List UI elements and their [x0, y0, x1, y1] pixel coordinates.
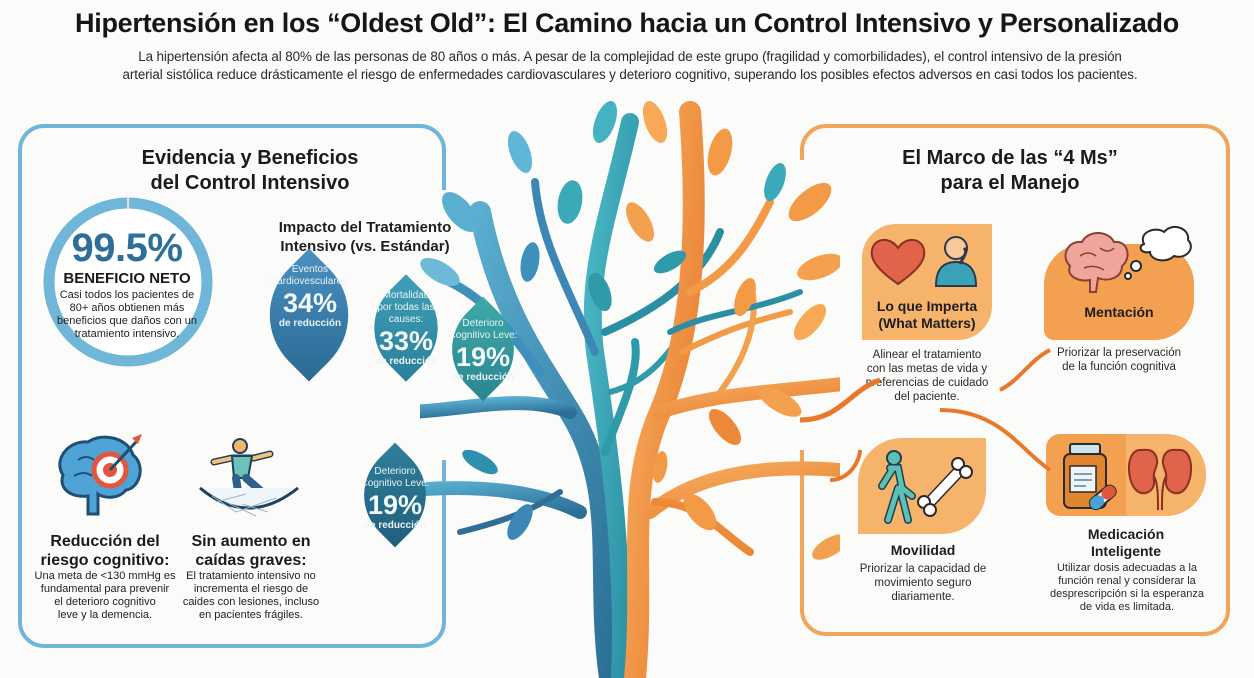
subtitle-line: La hipertensión afecta al 80% de las per…	[138, 49, 1122, 64]
tree-leaves	[420, 101, 840, 560]
leaf	[507, 504, 533, 540]
walking-bone-icon	[878, 450, 973, 524]
title-line: del Control Intensivo	[150, 172, 350, 194]
pill-kidney-icon	[1063, 443, 1192, 511]
right-panel-title: El Marco de las “4 Ms” para el Manejo	[902, 147, 1118, 194]
leaf	[734, 277, 756, 317]
leaf	[793, 303, 827, 341]
medication-title: Medicación Inteligente	[1087, 526, 1165, 559]
impact-title: Impacto del Tratamiento Intensivo (vs. E…	[278, 219, 452, 255]
impact-leaf-cardiovascular: Eventos Cardiovesculares: 34% de reducci…	[269, 264, 351, 329]
leaf	[683, 493, 717, 531]
leaf	[626, 202, 654, 242]
leaf	[557, 180, 583, 224]
title-line: Evidencia y Beneficios	[141, 147, 359, 169]
leaf	[442, 192, 478, 232]
leaf	[812, 534, 840, 560]
what-matters-text: Alinear el tratamiento con las metas de …	[865, 349, 989, 403]
net-benefit-text: Casi todos los pacientes de 80+ años obt…	[56, 289, 198, 340]
subtitle-line: arterial sistólica reduce drásticamente …	[122, 67, 1138, 82]
feature-no-falls: Sin aumento en caídas graves: El tratami…	[182, 533, 320, 621]
leaf	[588, 272, 612, 312]
leaf	[764, 162, 786, 202]
leaf	[797, 253, 840, 281]
mobility-title: Movilidad	[890, 542, 956, 558]
frame-gap	[795, 160, 809, 450]
impact-leaf-mortality: Mortalidad por todas las causes: 33% de …	[374, 290, 438, 367]
leaf	[707, 128, 733, 176]
brain-target-icon	[58, 434, 142, 516]
person-safety-net-icon	[199, 438, 299, 517]
leaf	[788, 182, 832, 222]
feature-cognitive-risk: Reducción del riesgo cognitivo: Una meta…	[34, 533, 176, 621]
leaf	[708, 408, 742, 446]
leaf	[758, 387, 802, 417]
net-benefit-value: 99.5%	[71, 226, 183, 270]
leaf	[507, 131, 533, 173]
leaf	[592, 101, 618, 143]
mentation-title: Mentación	[1084, 304, 1154, 320]
what-matters-title: Lo que Imperta (What Matters)	[876, 298, 978, 331]
impact-leaf-cognitive-2: Deterioro Cognitivo Leve: 19% de reducci…	[360, 466, 430, 531]
medication-text: Utilizar dosis adecuadas a la función re…	[1049, 562, 1205, 613]
mobility-text: Priorizar la capacidad de movimiento seg…	[859, 563, 987, 603]
infographic-title: Hipertensión en los “Oldest Old”: El Cam…	[75, 8, 1179, 38]
leaf	[520, 242, 540, 282]
heart-person-icon	[870, 236, 978, 287]
tree-illustration	[420, 101, 840, 678]
leaf	[652, 451, 668, 483]
net-benefit-ring	[43, 197, 213, 367]
impact-leaf-cognitive: Deterioro Cognitivo Leve: 19% de reducci…	[448, 318, 518, 383]
leaf	[642, 101, 668, 143]
left-panel-title: Evidencia y Beneficios del Control Inten…	[100, 146, 400, 196]
connector-lines	[800, 348, 1052, 482]
ring-progress	[43, 197, 213, 367]
leaf	[420, 258, 460, 286]
infographic-subtitle: La hipertensión afecta al 80% de las per…	[60, 48, 1200, 84]
net-benefit-label: BENEFICIO NETO	[63, 270, 191, 287]
mentation-text: Priorizar la preservación de la función …	[1057, 347, 1181, 373]
net-benefit: 99.5% BENEFICIO NETO Casi todos los paci…	[52, 228, 202, 341]
leaf	[653, 250, 687, 274]
frame-gap	[440, 190, 460, 460]
brain-thought-icon	[1064, 225, 1192, 293]
leaf	[462, 449, 498, 475]
